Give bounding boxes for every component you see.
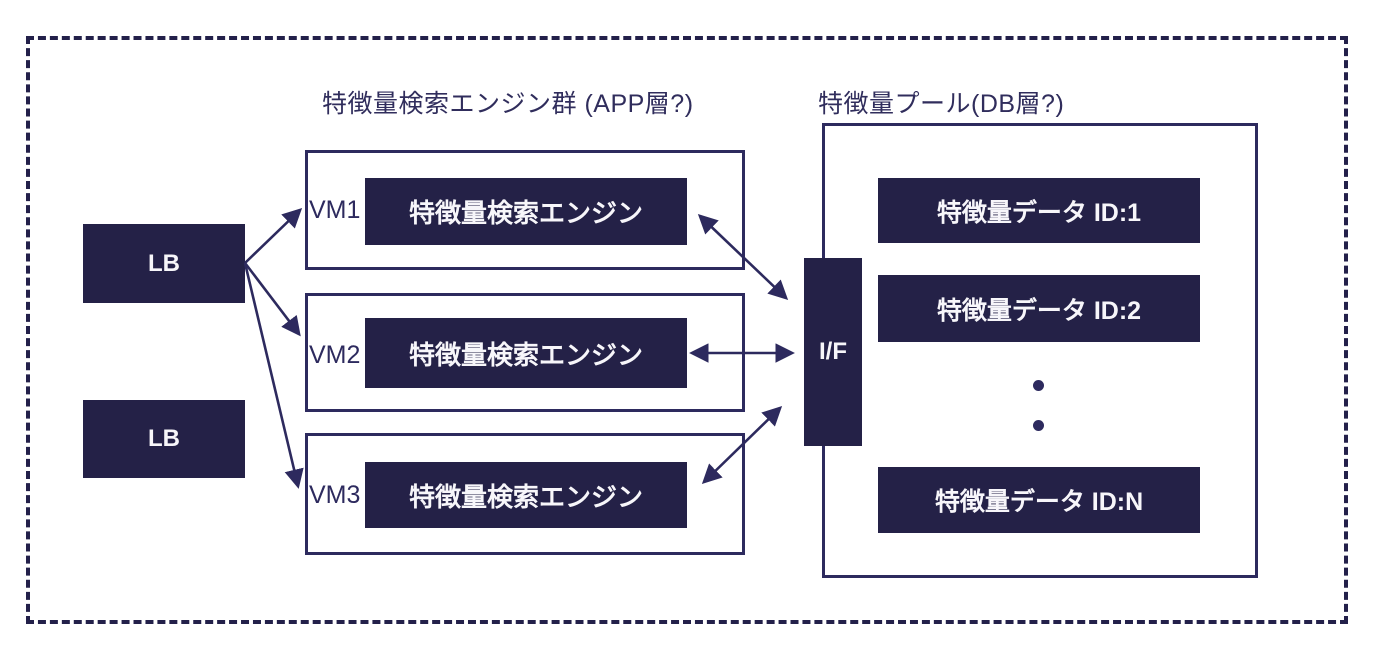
diagram-outer-frame bbox=[26, 36, 1348, 624]
ellipsis-dot-icon: • bbox=[1033, 380, 1044, 391]
feature-data-node-2: 特徴量データ ID:2 bbox=[878, 275, 1200, 342]
feature-data-node-n: 特徴量データ ID:N bbox=[878, 467, 1200, 533]
load-balancer-1: LB bbox=[83, 224, 245, 303]
vm3-label: VM3 bbox=[309, 481, 361, 509]
vm1-label: VM1 bbox=[309, 196, 361, 224]
search-engine-node-2: 特徴量検索エンジン bbox=[365, 318, 687, 388]
app-tier-title: 特徴量検索エンジン群 (APP層?) bbox=[322, 90, 694, 118]
vm2-label: VM2 bbox=[309, 341, 361, 369]
load-balancer-2: LB bbox=[83, 400, 245, 478]
feature-data-node-1: 特徴量データ ID:1 bbox=[878, 178, 1200, 243]
interface-node: I/F bbox=[804, 258, 862, 446]
db-tier-title: 特徴量プール(DB層?) bbox=[818, 90, 1065, 118]
ellipsis-dot-icon: • bbox=[1033, 420, 1044, 431]
search-engine-node-1: 特徴量検索エンジン bbox=[365, 178, 687, 245]
search-engine-node-3: 特徴量検索エンジン bbox=[365, 462, 687, 528]
